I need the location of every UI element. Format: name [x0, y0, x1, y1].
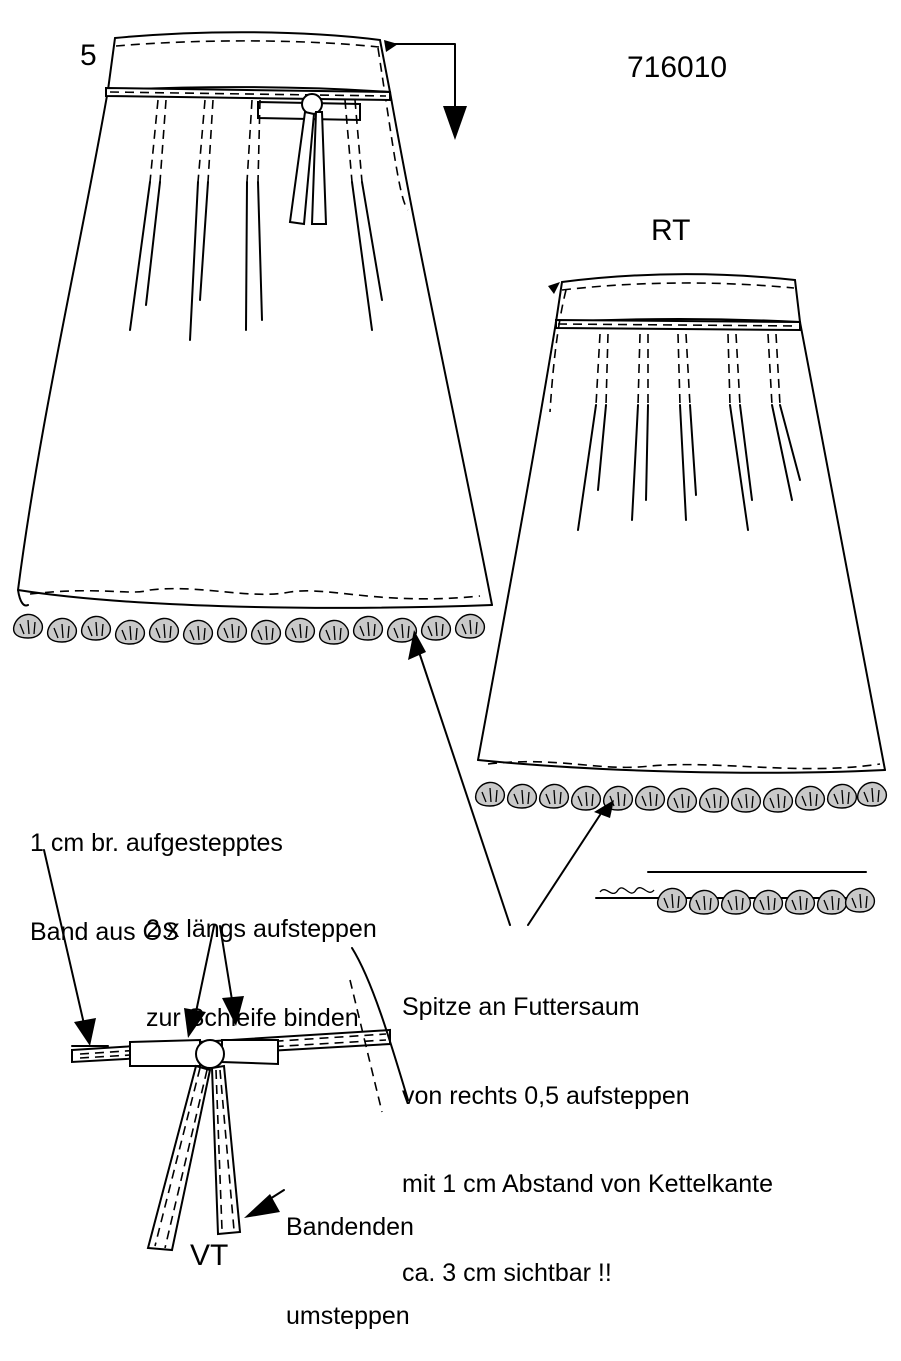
back-hem: [477, 759, 886, 774]
front-skirt-outline: [17, 89, 493, 607]
lace-annotation-line-4: ca. 3 cm sichtbar !!: [402, 1258, 612, 1287]
front-waistband: [106, 31, 392, 94]
lace-annotation: Spitze an Futtersaum von rechts 0,5 aufs…: [402, 934, 773, 1318]
technical-drawing-sheet: 5 716010 RT VT 1 cm br. aufgestepptes Ba…: [12, 31, 888, 1330]
band-ends-annotation: Bandenden umsteppen: [286, 1154, 414, 1361]
back-skirt-drawing: [474, 273, 888, 813]
bow-annotation-line-1: 2 x längs aufsteppen: [146, 915, 377, 943]
front-pleats: [129, 99, 383, 341]
detail-bow-knot: [195, 1039, 225, 1069]
detail-bow-tail-right: [210, 1064, 242, 1236]
band-annotation: 1 cm br. aufgestepptes Band aus OS: [30, 770, 283, 977]
back-lace-trim: [474, 781, 888, 813]
front-hem-stitch: [29, 587, 481, 600]
lace-annotation-line-1: Spitze an Futtersaum: [402, 993, 640, 1021]
front-view-label: VT: [190, 1239, 229, 1272]
lace-annotation-line-3: mit 1 cm Abstand von Kettelkante: [402, 1170, 774, 1198]
band-annotation-line-2: Band aus OS: [30, 917, 179, 946]
sheet-number: 5: [80, 39, 97, 72]
front-skirt-drawing: [12, 31, 493, 645]
front-hem: [17, 589, 493, 609]
lace-detail-swatch: [595, 871, 876, 915]
bow-annotation-line-2: zur Schleife binden: [146, 1003, 359, 1032]
front-bow-tail-left: [288, 110, 316, 226]
lace-annotation-line-2: von rechts 0,5 aufsteppen: [402, 1081, 690, 1110]
turn-over-arrow: [384, 40, 467, 140]
annotation-arrows: [43, 849, 285, 1218]
back-skirt-outline: [477, 321, 886, 771]
article-code: 716010: [627, 51, 728, 84]
flat-sketch-canvas: [12, 31, 888, 1252]
detail-bow-tail-left: [146, 1064, 212, 1252]
back-pleats: [577, 333, 801, 531]
bow-detail-drawing: [71, 947, 409, 1252]
back-view-label: RT: [651, 214, 691, 247]
band-annotation-line-1: 1 cm br. aufgestepptes: [30, 829, 283, 857]
lace-leader-lines: [408, 630, 614, 926]
bow-annotation: 2 x längs aufsteppen zur Schleife binden: [146, 856, 377, 1063]
band-ends-annotation-line-2: umsteppen: [286, 1301, 410, 1330]
front-bow-tail-right: [310, 111, 328, 225]
band-ends-annotation-line-1: Bandenden: [286, 1213, 414, 1241]
back-waistband: [554, 273, 802, 324]
front-waistband-topstitch: [115, 40, 380, 48]
